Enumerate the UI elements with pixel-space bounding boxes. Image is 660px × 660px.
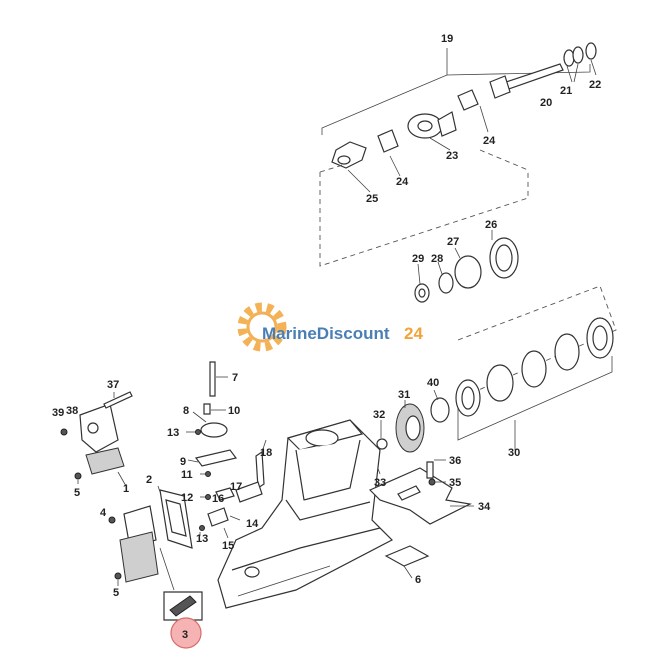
oring-21b (572, 46, 584, 64)
bracket-17 (235, 481, 263, 503)
label-35: 35 (449, 477, 461, 489)
label-6: 6 (415, 574, 421, 586)
label-26: 26 (485, 219, 497, 231)
label-23: 23 (446, 150, 458, 162)
label-37: 37 (107, 379, 119, 391)
label-29: 29 (412, 253, 424, 265)
label-38: 38 (66, 405, 78, 417)
forward-gear-group (370, 285, 617, 475)
oring-22 (585, 42, 597, 60)
watermark-logo: MarineDiscount 24 (237, 302, 423, 352)
shim-1 (85, 447, 125, 475)
screw-5b (114, 572, 122, 580)
label-25: 25 (366, 193, 378, 205)
part-3-icon (169, 595, 197, 617)
label-40: 40 (427, 377, 439, 389)
bolt-36 (426, 461, 434, 479)
label-33: 33 (374, 477, 386, 489)
oring-21a (563, 49, 575, 67)
label-1: 1 (123, 483, 129, 495)
pin-11 (205, 471, 211, 477)
label-15: 15 (222, 540, 234, 552)
label-19: 19 (441, 33, 453, 45)
highlight-marker[interactable] (170, 617, 202, 649)
label-11: 11 (181, 469, 193, 481)
label-36: 36 (449, 455, 461, 467)
label-20: 20 (540, 97, 552, 109)
screw-39 (60, 428, 68, 436)
label-24a: 24 (483, 135, 496, 147)
shift-linkage-group (186, 361, 267, 539)
label-27: 27 (447, 236, 459, 248)
label-10: 10 (228, 405, 240, 417)
label-39: 39 (52, 407, 64, 419)
label-32: 32 (373, 409, 385, 421)
label-12: 12 (181, 492, 193, 504)
label-34: 34 (478, 501, 491, 513)
anode (384, 545, 430, 567)
part-labels: 1 2 3 4 5 5 6 7 8 9 10 11 12 13 13 14 15… (52, 33, 601, 641)
label-4: 4 (100, 507, 107, 519)
label-17: 17 (230, 481, 242, 493)
washer-28 (438, 272, 454, 294)
label-13a: 13 (167, 427, 179, 439)
driveshaft-group (319, 42, 597, 267)
shift-cam (200, 422, 228, 438)
screw-4 (108, 516, 116, 524)
label-24b: 24 (396, 176, 409, 188)
washer-32 (376, 438, 388, 450)
label-5b: 5 (113, 587, 119, 599)
label-5a: 5 (74, 487, 80, 499)
label-30: 30 (508, 447, 520, 459)
ujoint-cross-lower (377, 129, 399, 153)
left-components (60, 391, 203, 621)
oring-27 (454, 255, 482, 289)
label-18: 18 (260, 447, 272, 459)
label-7: 7 (232, 372, 238, 384)
gearcase-housing (217, 419, 474, 609)
lower-yoke (331, 141, 367, 169)
label-22: 22 (589, 79, 601, 91)
label-28: 28 (431, 253, 443, 265)
label-13b: 13 (196, 533, 208, 545)
label-16: 16 (212, 493, 224, 505)
rod-18 (255, 450, 265, 490)
ujoint-cross-upper (457, 89, 479, 111)
watermark-brand-text: MarineDiscount (262, 324, 390, 343)
actuator-15 (207, 507, 229, 527)
screw-35 (428, 478, 436, 486)
label-2: 2 (146, 474, 152, 486)
stud-37 (103, 391, 133, 409)
label-9: 9 (180, 456, 186, 468)
clip-16 (215, 487, 235, 501)
screw-12 (205, 494, 211, 500)
label-3: 3 (182, 629, 188, 641)
shift-shaft (209, 361, 216, 397)
label-21: 21 (560, 85, 572, 97)
driveshaft (499, 63, 564, 92)
oring-40 (430, 397, 450, 423)
bracket-38 (79, 403, 119, 453)
screw-10 (203, 403, 211, 415)
screw-5a (74, 472, 82, 480)
label-31: 31 (398, 389, 410, 401)
label-14: 14 (246, 518, 259, 530)
watermark-brand-number: 24 (404, 324, 423, 343)
label-8: 8 (183, 405, 189, 417)
gear-icon (237, 302, 287, 352)
shift-plate-9 (194, 449, 238, 467)
pinion-bearing-group (414, 230, 519, 303)
